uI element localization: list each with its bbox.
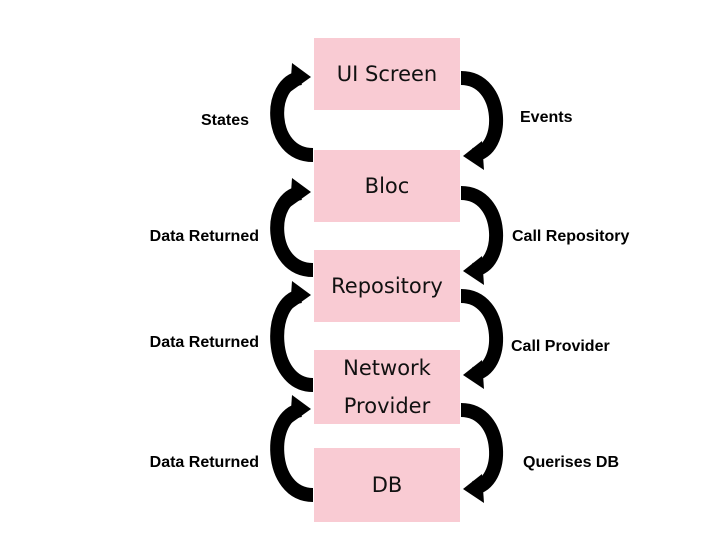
left-arrow-data-returned-2 xyxy=(270,281,314,392)
label-data-returned-2: Data Returned xyxy=(149,334,259,351)
right-arrow-events xyxy=(460,71,504,170)
label-data-returned-1: Data Returned xyxy=(149,228,259,245)
label-call-provider: Call Provider xyxy=(511,338,610,355)
label-call-repository: Call Repository xyxy=(512,228,630,245)
label-states: States xyxy=(200,112,249,129)
box-network-provider: Network Provider xyxy=(314,350,460,424)
box-bloc: Bloc xyxy=(314,150,460,222)
label-events: Events xyxy=(520,109,573,126)
box-db: DB xyxy=(314,448,460,522)
label-data-returned-3: Data Returned xyxy=(149,454,259,471)
right-arrow-queries-db xyxy=(460,403,504,503)
left-arrow-states xyxy=(270,63,314,162)
right-arrow-call-repository xyxy=(460,186,504,285)
box-repository: Repository xyxy=(314,250,460,322)
box-ui-screen: UI Screen xyxy=(314,38,460,110)
left-arrow-data-returned-3 xyxy=(270,395,314,502)
label-queries-db: Querises DB xyxy=(523,454,620,471)
left-arrow-data-returned-1 xyxy=(270,178,314,277)
right-arrow-call-provider xyxy=(460,289,504,389)
